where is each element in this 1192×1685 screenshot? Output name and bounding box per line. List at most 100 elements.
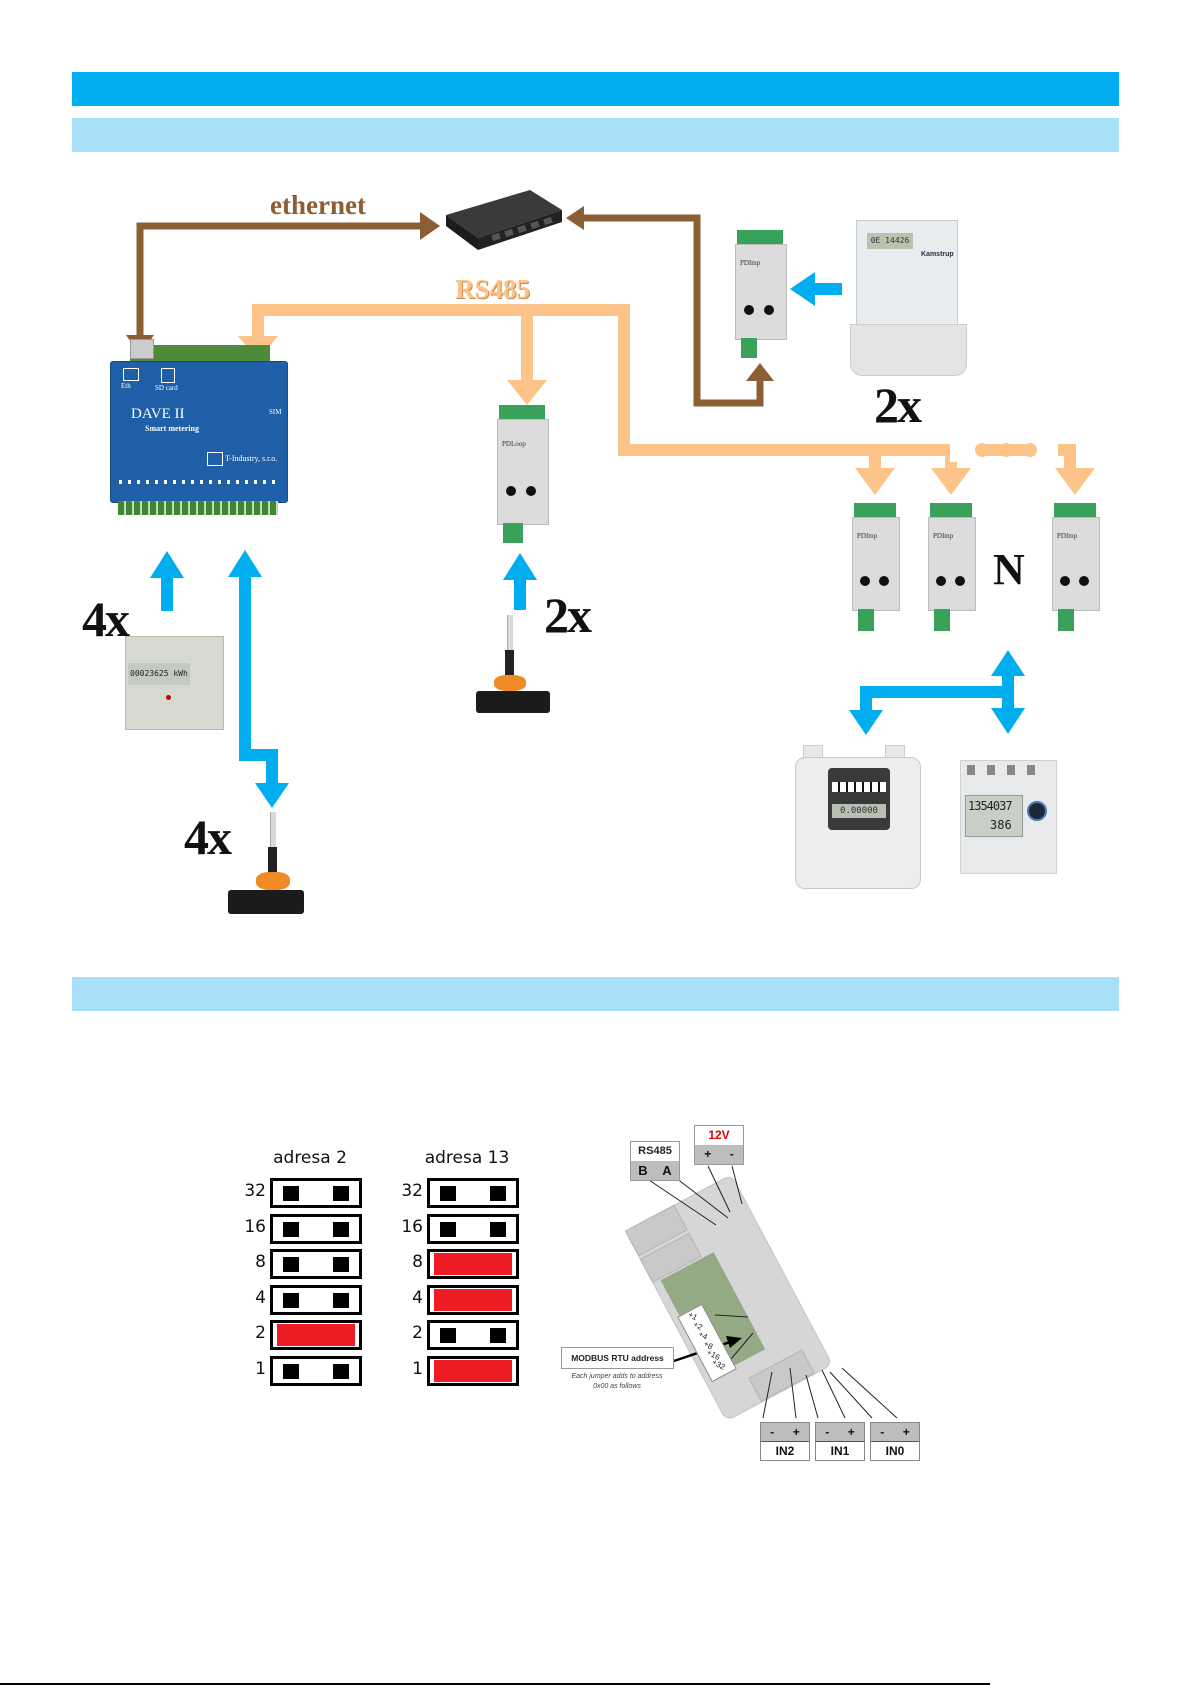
energy-meter-top-screws <box>967 765 1047 775</box>
input-pin: + <box>847 1425 855 1439</box>
input-terminal-pins: -+ <box>871 1423 919 1441</box>
kamstrup-meter: 0E 14426 Kamstrup <box>850 212 967 376</box>
jumper-row: 16 <box>240 1213 370 1244</box>
input-pin: + <box>792 1425 800 1439</box>
flow-sensor-dave <box>226 812 306 922</box>
jumper-row: 32 <box>397 1178 527 1208</box>
jumper-cap <box>434 1253 512 1275</box>
jumper-row: 1 <box>240 1355 370 1386</box>
pdimp-txt-button <box>1060 576 1070 586</box>
rs485-pin-b: B <box>638 1163 648 1178</box>
din-meter-led <box>166 695 171 700</box>
dave-model-name: DAVE II <box>131 406 185 422</box>
ethernet-arrowhead-pdimp <box>746 363 774 381</box>
gas-meter-counter <box>832 782 886 792</box>
pdimp-reset-button <box>1079 576 1089 586</box>
jumper-pin <box>440 1221 456 1237</box>
din-meter-count: 4x <box>82 591 130 647</box>
ethernet-arrowhead-switch-right <box>566 206 584 230</box>
jumper-row: 8 <box>240 1249 370 1279</box>
modbus-note-line-1: Each jumper adds to address <box>571 1373 663 1380</box>
pdimp-bottom-terminal <box>858 609 874 631</box>
din-kwh-meter: 00023625 kWh <box>125 636 224 730</box>
modbus-pointer-arrowhead <box>726 1336 742 1348</box>
gas-meter-body: 0.00000 <box>795 757 921 889</box>
jumper-weight: 16 <box>401 1216 423 1237</box>
jumper-pin <box>333 1221 349 1237</box>
section-header-addressing <box>72 977 1119 1011</box>
input-terminal-pins: -+ <box>816 1423 864 1441</box>
footer-rule <box>0 1683 990 1685</box>
rs485-pin-a: A <box>662 1163 672 1178</box>
modbus-address-label: MODBUS RTU address <box>561 1347 674 1369</box>
jumper-row: 1 <box>397 1355 527 1386</box>
topology-diagram <box>126 190 1095 808</box>
gas-meter-display: 0.00000 <box>832 804 886 818</box>
kamstrup-brand: Kamstrup <box>921 251 954 258</box>
din-meter-display: 00023625 kWh <box>128 663 190 685</box>
jumper-weight: 32 <box>244 1181 266 1201</box>
jumper-row: 2 <box>397 1320 527 1350</box>
pdloop-top-terminal <box>499 405 545 419</box>
wiring-power-pins: + - <box>695 1145 743 1164</box>
jumper-cap <box>434 1288 512 1311</box>
sensor-body <box>228 890 304 914</box>
pdimp-reset-button <box>879 576 889 586</box>
pdimp-module-kamstrup: PDImp <box>735 230 787 358</box>
jumper-closed <box>427 1249 519 1279</box>
jumper-closed <box>427 1355 519 1386</box>
sensor-neck <box>268 847 277 877</box>
pdimp-housing: PDImp <box>928 517 976 611</box>
input-pin: - <box>880 1425 885 1439</box>
pdimp-top-terminal <box>854 503 896 517</box>
jumper-weight: 4 <box>412 1287 423 1308</box>
jumper-pin <box>490 1186 506 1201</box>
input-terminal-in2: -+IN2 <box>760 1422 810 1461</box>
title-bar <box>72 72 1119 106</box>
dave-controller: Eth SD card SIM DAVE II Smart metering T… <box>110 339 288 520</box>
rs485-label: RS485 <box>455 274 531 304</box>
pdimp-3d-module <box>624 1177 830 1419</box>
rs485-continuation-dots <box>975 443 1037 457</box>
jumper-open <box>270 1249 362 1279</box>
pdloop-label: PDLoop <box>502 440 526 448</box>
jumper-pin <box>490 1221 506 1237</box>
jumper-table-title: adresa 2 <box>273 1148 347 1168</box>
pdimp-txt-button <box>860 576 870 586</box>
modbus-note-line-2: 0x00 as follows <box>593 1383 641 1390</box>
input-terminal-in1: -+IN1 <box>815 1422 865 1461</box>
ethernet-arrowhead-switch <box>420 212 440 240</box>
jumper-weight: 8 <box>255 1252 266 1272</box>
jumper-pin <box>333 1186 349 1201</box>
jumper-open <box>270 1213 362 1244</box>
energy-meter-lcd: 1354037 386 <box>965 795 1023 837</box>
dave-bottom-terminals <box>118 501 278 515</box>
power-pin-minus: - <box>729 1147 734 1161</box>
pdimp-label: PDImp <box>857 532 878 540</box>
input-pin: + <box>902 1425 910 1439</box>
jumper-weight: 1 <box>412 1358 423 1379</box>
ethernet-port-icon <box>130 339 154 359</box>
sd-card-icon <box>161 368 175 383</box>
input-terminal-in0: -+IN0 <box>870 1422 920 1461</box>
pdimp-housing: PDImp <box>852 517 900 611</box>
sensor-cap <box>494 675 526 691</box>
jumper-pin <box>283 1221 299 1237</box>
power-pin-plus: + <box>704 1147 712 1161</box>
sd-card-label: SD card <box>155 384 178 392</box>
input-pin: - <box>825 1425 830 1439</box>
jumper-open <box>270 1355 362 1386</box>
input-arrows <box>150 272 1025 808</box>
jumper-pin <box>283 1363 299 1379</box>
jumper-open <box>427 1213 519 1244</box>
jumper-open <box>270 1284 362 1315</box>
jumper-weight: 2 <box>255 1323 266 1343</box>
jumper-open <box>427 1320 519 1350</box>
sensor-neck <box>505 650 514 680</box>
jumper-closed <box>427 1284 519 1315</box>
pdimp-top-terminal <box>737 230 783 244</box>
sensor-body <box>476 691 550 713</box>
din-meter-reading: 00023625 <box>130 669 169 678</box>
pdimp-count: N <box>993 545 1025 594</box>
input-terminal-name: IN2 <box>761 1441 809 1460</box>
